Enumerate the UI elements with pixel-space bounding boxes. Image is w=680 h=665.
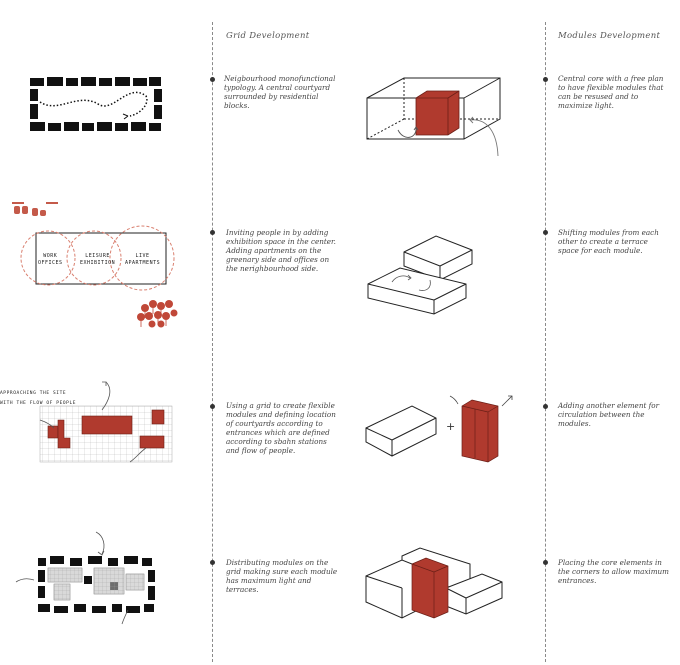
row-4-grid-bullet <box>210 560 215 565</box>
label-live-apartments: LIVE APARTMENTS <box>125 253 161 266</box>
modules-column-divider <box>545 22 546 662</box>
row-2-grid-bullet <box>210 230 215 235</box>
row-2-modules-bullet <box>543 230 548 235</box>
label-work-offices: WORK OFFICES <box>38 253 63 266</box>
label-leisure-exhibition: LEISURE EXHIBITION <box>80 253 116 266</box>
circulation-element-diagram: + <box>365 395 513 463</box>
program-zoning-diagram <box>12 202 178 328</box>
plus-sign: + <box>446 420 455 433</box>
row-1-modules-bullet <box>543 77 548 82</box>
row-3-modules-text: Adding another element for circulation b… <box>558 401 660 428</box>
row-1-modules-text: Central core with a free plan to have fl… <box>558 74 664 110</box>
row-1-grid-text: Neigbourhood monofunctional typology. A … <box>224 74 336 110</box>
row-3-grid-text: Using a grid to create flexible modules … <box>226 401 336 455</box>
modules-development-header: Modules Development <box>558 31 661 41</box>
row-1-grid-bullet <box>210 77 215 82</box>
grid-development-header: Grid Development <box>226 31 310 41</box>
grid-column-divider <box>212 22 213 662</box>
label-approaching-site: APPROACHING THE SITE <box>0 391 67 396</box>
label-flow-of-people: WITH THE FLOW OF PEOPLE <box>0 401 77 406</box>
row-3-grid-bullet <box>210 404 215 409</box>
row-4-grid-text: Distributing modules on the grid making … <box>226 558 338 594</box>
row-3-modules-bullet <box>543 404 548 409</box>
flexible-grid-diagram <box>39 381 173 463</box>
central-core-box-diagram <box>366 77 501 157</box>
row-2-grid-text: Inviting people in by adding exhibition … <box>226 228 336 273</box>
row-4-modules-bullet <box>543 560 548 565</box>
row-2-modules-text: Shifting modules from each other to crea… <box>558 228 659 255</box>
module-distribution-plan <box>15 531 155 625</box>
shifted-modules-diagram <box>367 235 473 315</box>
courtyard-plan-diagram <box>30 77 162 131</box>
row-4-modules-text: Placing the core elements in the corners… <box>558 558 669 585</box>
corner-core-diagram <box>365 547 503 619</box>
